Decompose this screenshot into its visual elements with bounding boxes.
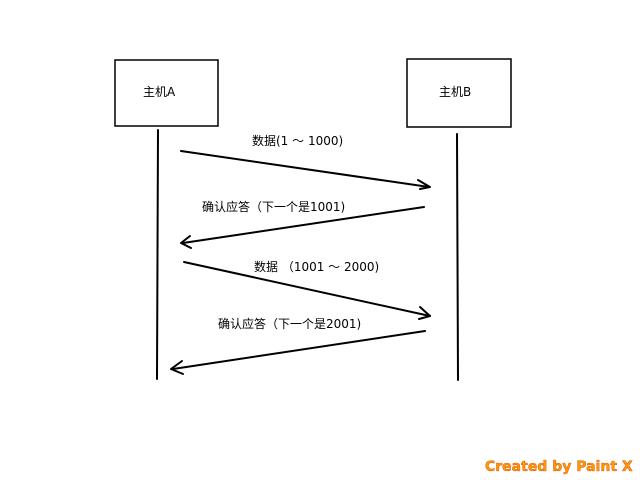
host-a-label: 主机A: [143, 85, 176, 99]
message-1-arrow: [180, 150, 431, 190]
host-b-box: 主机B: [406, 58, 512, 128]
message-4-label: 确认应答（下一个是2001): [218, 316, 361, 331]
message-2-label: 确认应答（下一个是1001): [202, 199, 345, 214]
watermark-text: Created by Paint X: [485, 459, 633, 475]
lifeline-a: [156, 129, 159, 380]
message-3-arrow: [183, 261, 431, 320]
lifeline-b: [456, 133, 459, 381]
host-a-box: 主机A: [114, 59, 219, 127]
message-1-label: 数据(1 ～ 1000): [252, 133, 343, 148]
message-4-arrow: [170, 330, 426, 375]
message-3-label: 数据 （1001 ～ 2000): [254, 259, 379, 274]
message-2-arrow: [180, 206, 425, 249]
host-b-label: 主机B: [439, 85, 471, 99]
